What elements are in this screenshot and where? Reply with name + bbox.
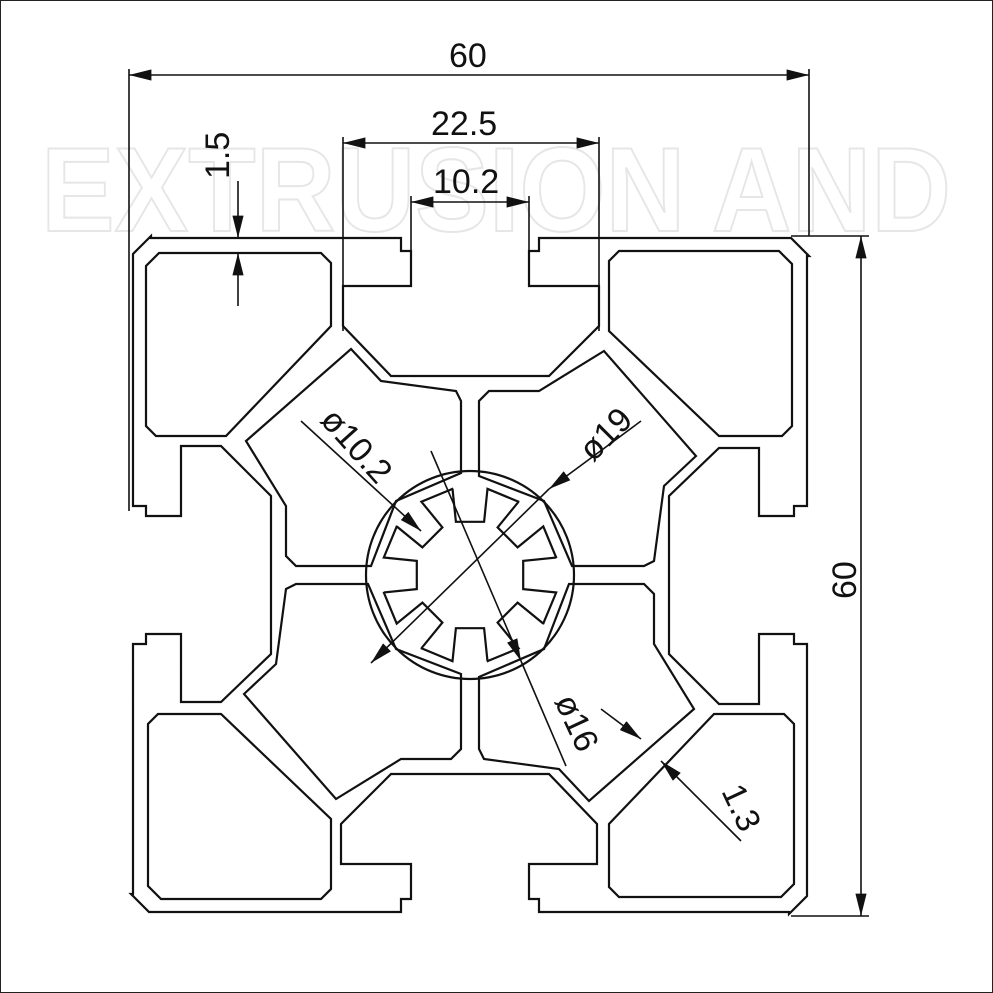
- corner-cavity: [607, 249, 794, 438]
- corner-cavity: [607, 712, 796, 899]
- inner-cavity: [477, 349, 698, 568]
- corner-cavity: [144, 251, 333, 438]
- dim-wall-thickness: 1.5: [199, 132, 237, 179]
- dim-slot-opening: 10.2: [433, 163, 499, 201]
- corner-cavity: [146, 712, 333, 901]
- dim-overall-width: 60: [449, 37, 487, 75]
- inner-cavity: [242, 582, 463, 801]
- inner-cavity: [477, 582, 696, 803]
- dim-center-hole: ø10.2: [313, 401, 399, 491]
- inner-cavity: [244, 347, 463, 568]
- dim-hub-outer: ø19: [572, 400, 640, 468]
- aluminium-profile: [128, 233, 812, 917]
- hub-outer-circle: [364, 469, 576, 681]
- dim-hub-inner: ø16: [547, 688, 606, 757]
- dimension-lines: [128, 69, 869, 917]
- dim-overall-height: 60: [826, 561, 864, 599]
- center-hole-gear: [382, 487, 558, 663]
- profile-outline: [128, 233, 812, 917]
- dim-web-thickness: 1.3: [714, 778, 768, 837]
- dim-slot-width: 22.5: [431, 105, 497, 143]
